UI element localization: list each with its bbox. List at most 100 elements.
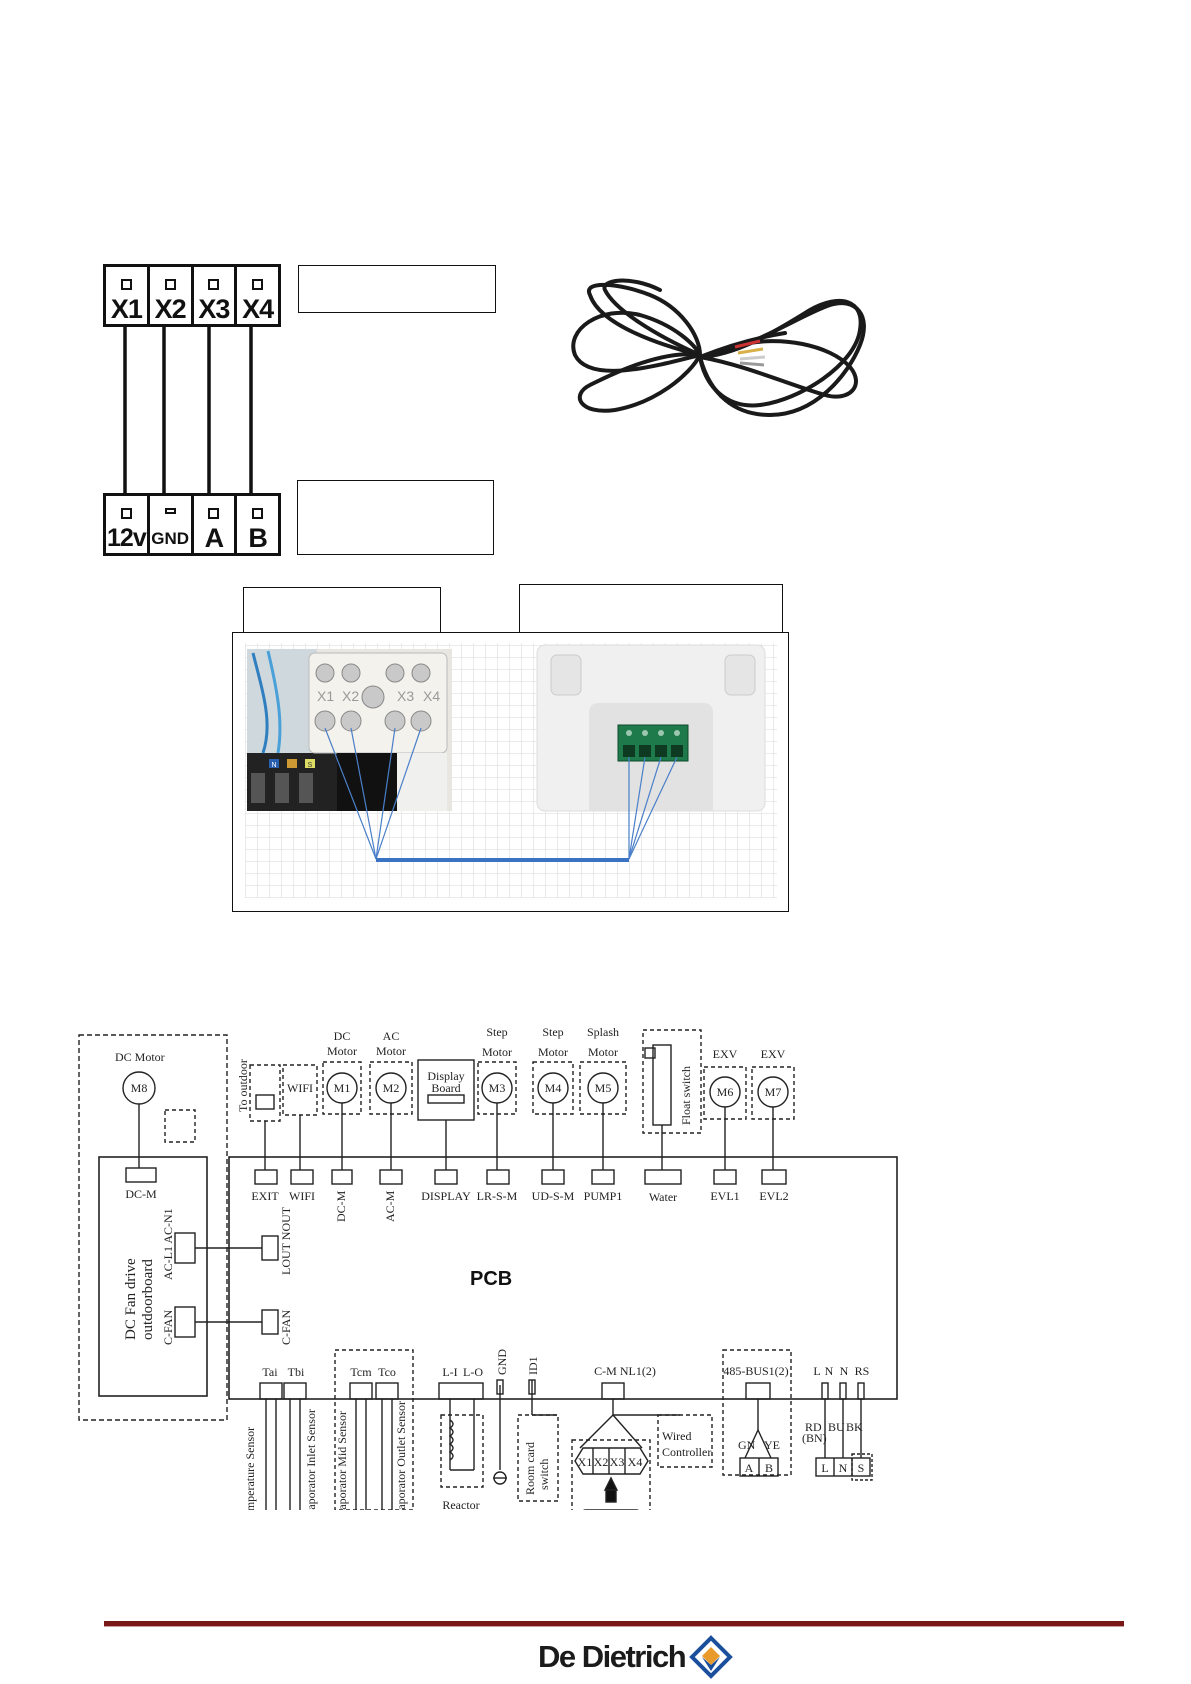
m1-label: M1 bbox=[334, 1081, 351, 1095]
display-title-2: Board bbox=[431, 1081, 460, 1095]
brand-name: De Dietrich bbox=[538, 1639, 687, 1674]
bus-gn-label: GN bbox=[738, 1438, 756, 1452]
terminal-gnd: GND bbox=[150, 496, 194, 553]
blank-label-box-top bbox=[298, 265, 496, 313]
l-label: L bbox=[813, 1364, 820, 1378]
display-connector-label: DISPLAY bbox=[421, 1189, 471, 1203]
m5-label: M5 bbox=[595, 1081, 612, 1095]
cmn-label: C-M NL1(2) bbox=[594, 1364, 656, 1378]
m7-label: M7 bbox=[765, 1085, 782, 1099]
room-card-label-2: switch bbox=[537, 1459, 551, 1490]
udsm-connector-label: UD-S-M bbox=[532, 1189, 575, 1203]
top-terminal-block: X1 X2 X3 X4 bbox=[103, 264, 281, 327]
m4-title-2: Motor bbox=[538, 1045, 568, 1059]
photo-label-x1: X1 bbox=[317, 688, 334, 704]
wired-controller-label-2: Controller bbox=[662, 1445, 711, 1459]
room-card-label-1: Room card bbox=[523, 1442, 537, 1495]
power-l-label: L bbox=[821, 1461, 828, 1475]
power-s-label: S bbox=[858, 1461, 865, 1475]
terminal-b: B bbox=[237, 496, 278, 553]
reactor-label: Reactor bbox=[442, 1498, 479, 1510]
dcm-connector-label: DC-M bbox=[334, 1190, 348, 1222]
m5-title-1: Splash bbox=[587, 1025, 619, 1039]
photo-indicator-s: S bbox=[308, 762, 313, 769]
gnd-label: GND bbox=[495, 1349, 509, 1375]
bus-a-label: A bbox=[745, 1461, 754, 1475]
wifi-label: WIFI bbox=[287, 1081, 313, 1095]
fan-dc-m-label: DC-M bbox=[125, 1187, 157, 1201]
rs-label: RS bbox=[855, 1364, 870, 1378]
motor-m8-label: M8 bbox=[131, 1081, 148, 1095]
ctrl-x3-label: X3 bbox=[610, 1455, 625, 1469]
m1-title-2: Motor bbox=[327, 1044, 357, 1058]
acm-connector-label: AC-M bbox=[383, 1190, 397, 1222]
tai-label: Tai bbox=[262, 1365, 278, 1379]
photo-label-x4: X4 bbox=[423, 688, 440, 704]
blank-label-box-bottom bbox=[297, 480, 494, 555]
lrsm-connector-label: LR-S-M bbox=[477, 1189, 518, 1203]
tcm-label: Tcm bbox=[350, 1365, 372, 1379]
brand-logo: De Dietrich bbox=[538, 1635, 734, 1679]
n1-label: N bbox=[825, 1364, 834, 1378]
bus-b-label: B bbox=[765, 1461, 773, 1475]
electrical-schematic: DC Motor M8 DC-M DC Fan drive outdoorboa… bbox=[78, 1025, 898, 1510]
pcb-board bbox=[228, 1156, 898, 1400]
display-title-1: Display bbox=[427, 1069, 464, 1083]
photo-indicator-n: N bbox=[271, 762, 276, 769]
m3-label: M3 bbox=[489, 1081, 506, 1095]
ctrl-x2-label: X2 bbox=[594, 1455, 609, 1469]
fan-port-ac-label: AC-L1 AC-N1 bbox=[161, 1208, 175, 1280]
photo-label-box-left bbox=[243, 587, 441, 635]
photo-label-x2: X2 bbox=[342, 688, 359, 704]
m1-title-1: DC bbox=[334, 1029, 351, 1043]
pcb-port-cfan-label: C-FAN bbox=[279, 1310, 293, 1345]
m2-label: M2 bbox=[383, 1081, 400, 1095]
tbi-label: Tbi bbox=[288, 1365, 305, 1379]
m4-label: M4 bbox=[545, 1081, 562, 1095]
power-bk-label: BK bbox=[846, 1420, 863, 1434]
wired-controller-label-1: Wired bbox=[662, 1429, 692, 1443]
m2-title-1: AC bbox=[383, 1029, 400, 1043]
power-bu-label: BU bbox=[828, 1420, 845, 1434]
evl2-connector-label: EVL2 bbox=[759, 1189, 788, 1203]
fan-board-label-2: outdoorboard bbox=[140, 1259, 156, 1340]
evap-inlet-sensor-label: Evaporator Inlet Sensor bbox=[304, 1409, 318, 1510]
ctrl-x1-label: X1 bbox=[578, 1455, 593, 1469]
m6-label: M6 bbox=[717, 1085, 734, 1099]
m3-title-2: Motor bbox=[482, 1045, 512, 1059]
fan-port-cfan-label: C-FAN bbox=[161, 1310, 175, 1345]
photo-label-x3: X3 bbox=[397, 688, 414, 704]
footer-rule bbox=[104, 1621, 1124, 1626]
m5-title-2: Motor bbox=[588, 1045, 618, 1059]
m7-title: EXV bbox=[761, 1047, 786, 1061]
footer-rule-shadow bbox=[104, 1626, 1124, 1627]
to-outdoor-label: To outdoor bbox=[236, 1059, 250, 1112]
bus-connector-label: 485-BUS1(2) bbox=[723, 1364, 788, 1378]
bus-ye-label: YE bbox=[764, 1438, 780, 1452]
m6-title: EXV bbox=[713, 1047, 738, 1061]
li-label: L-I bbox=[442, 1365, 457, 1379]
lo-label: L-O bbox=[463, 1365, 483, 1379]
tco-label: Tco bbox=[378, 1365, 396, 1379]
fan-board-dashed-region bbox=[78, 1034, 228, 1421]
fan-motor-label: DC Motor bbox=[115, 1050, 165, 1064]
m4-title-1: Step bbox=[542, 1025, 563, 1039]
power-bn-label: (BN) bbox=[802, 1431, 827, 1445]
terminal-x1: X1 bbox=[106, 267, 150, 324]
pcb-label: PCB bbox=[470, 1268, 512, 1290]
evap-outlet-sensor-label: Evaporator Outlet Sensor bbox=[394, 1401, 408, 1510]
bottom-terminal-block: 12v GND A B bbox=[103, 493, 281, 556]
pcb-port-lout-label: LOUT NOUT bbox=[279, 1206, 293, 1275]
exit-connector-label: EXIT bbox=[251, 1189, 279, 1203]
wifi-connector-label: WIFI bbox=[289, 1189, 315, 1203]
cable-photo bbox=[571, 278, 866, 418]
terminal-x3: X3 bbox=[194, 267, 238, 324]
brand-diamond-icon bbox=[689, 1635, 734, 1679]
ctrl-x4-label: X4 bbox=[628, 1455, 643, 1469]
water-connector-label: Water bbox=[649, 1190, 677, 1204]
m3-title-1: Step bbox=[486, 1025, 507, 1039]
evl1-connector-label: EVL1 bbox=[710, 1189, 739, 1203]
temperature-sensor-label: Temperature Sensor bbox=[243, 1427, 257, 1510]
float-switch-label: Float switch bbox=[679, 1066, 693, 1125]
terminal-x4: X4 bbox=[237, 267, 278, 324]
